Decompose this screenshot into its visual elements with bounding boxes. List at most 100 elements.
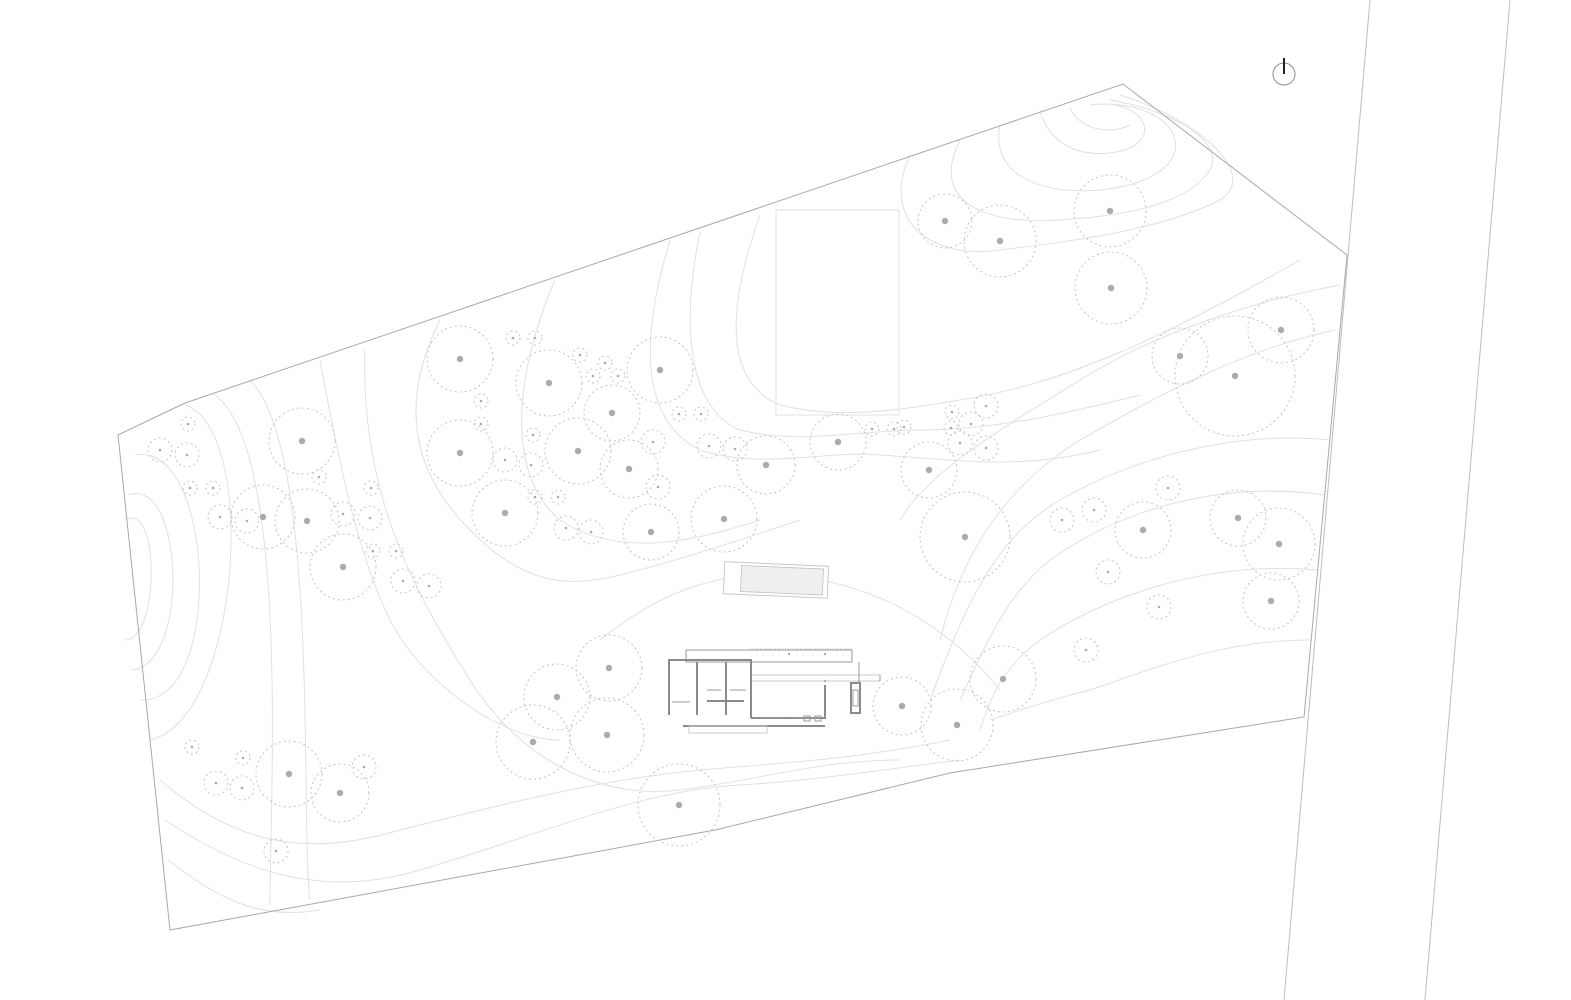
tree-trunk bbox=[369, 486, 373, 490]
tree-trunk bbox=[401, 579, 405, 583]
terrace-deck bbox=[685, 649, 853, 663]
tree-canopy bbox=[310, 763, 370, 823]
tree bbox=[585, 368, 601, 384]
tree-trunk bbox=[1084, 648, 1088, 652]
tree bbox=[365, 543, 381, 559]
contour-line bbox=[1039, 104, 1146, 155]
tree-canopy bbox=[1242, 507, 1316, 581]
tree-canopy bbox=[309, 533, 377, 601]
tree-trunk bbox=[961, 533, 969, 541]
tree-trunk bbox=[190, 745, 194, 749]
tree-canopy bbox=[809, 413, 867, 471]
tree-canopy bbox=[920, 688, 994, 762]
tree-trunk bbox=[675, 801, 683, 809]
tree-canopy bbox=[583, 384, 641, 442]
tree bbox=[1081, 497, 1107, 523]
tree bbox=[1242, 507, 1316, 581]
contour-line bbox=[689, 231, 1141, 438]
tree-trunk bbox=[707, 444, 711, 448]
tree-canopy bbox=[147, 437, 173, 463]
kitchen-unit bbox=[803, 715, 811, 722]
tree bbox=[637, 763, 721, 847]
tree-trunk bbox=[892, 427, 896, 431]
tree-trunk bbox=[336, 789, 344, 797]
tree-canopy bbox=[919, 491, 1011, 583]
tree-canopy bbox=[690, 485, 758, 553]
contour-lines bbox=[124, 94, 1341, 913]
tree bbox=[947, 430, 973, 456]
tree-trunk bbox=[1277, 326, 1285, 334]
contour-line bbox=[124, 517, 152, 641]
tree-trunk bbox=[1060, 518, 1064, 522]
tree bbox=[572, 347, 588, 363]
tree bbox=[1209, 489, 1267, 547]
contour-line bbox=[214, 394, 273, 906]
tree bbox=[626, 336, 694, 404]
tree bbox=[1073, 174, 1147, 248]
contour-line bbox=[998, 103, 1177, 192]
road bbox=[1283, 0, 1511, 1000]
tree-canopy bbox=[311, 469, 327, 485]
tree-trunk bbox=[1176, 352, 1184, 360]
tree bbox=[426, 419, 494, 487]
tree bbox=[569, 697, 645, 773]
contour-line bbox=[950, 99, 1213, 222]
tree bbox=[872, 676, 932, 736]
tree-trunk bbox=[533, 336, 537, 340]
tree-trunk bbox=[240, 786, 244, 790]
tree bbox=[671, 406, 687, 422]
tree-canopy bbox=[234, 508, 260, 534]
tree bbox=[147, 437, 173, 463]
tree-trunk bbox=[578, 353, 582, 357]
tree bbox=[896, 419, 912, 435]
tree bbox=[207, 504, 233, 530]
tree bbox=[578, 519, 604, 545]
tree-canopy bbox=[637, 763, 721, 847]
contour-line bbox=[929, 437, 1331, 701]
tree-canopy bbox=[550, 489, 566, 505]
tree bbox=[525, 427, 541, 443]
tree-trunk bbox=[625, 465, 633, 473]
tree-trunk bbox=[245, 519, 249, 523]
tree-canopy bbox=[363, 480, 379, 496]
tree-canopy bbox=[886, 421, 902, 437]
tree bbox=[1155, 475, 1181, 501]
tree-canopy bbox=[205, 480, 221, 496]
tree-trunk bbox=[456, 355, 464, 363]
tree bbox=[693, 406, 709, 422]
tree-canopy bbox=[544, 417, 612, 485]
tree bbox=[583, 384, 641, 442]
tree-canopy bbox=[527, 330, 543, 346]
tree-canopy bbox=[1073, 637, 1099, 663]
tree bbox=[886, 421, 902, 437]
tree bbox=[809, 413, 867, 471]
tree bbox=[473, 393, 489, 409]
tree bbox=[234, 508, 260, 534]
tree-trunk bbox=[949, 426, 953, 430]
tree bbox=[174, 442, 200, 468]
tree-trunk bbox=[298, 437, 306, 445]
tree-canopy bbox=[426, 325, 494, 393]
tree-canopy bbox=[473, 416, 489, 432]
tree-canopy bbox=[1151, 327, 1209, 385]
tree-trunk bbox=[984, 446, 988, 450]
tree bbox=[471, 479, 539, 547]
road-edge-left bbox=[1283, 0, 1371, 1000]
tree-trunk bbox=[317, 475, 321, 479]
tree-trunk bbox=[241, 756, 245, 760]
tree bbox=[1095, 559, 1121, 585]
tree-canopy bbox=[180, 416, 196, 432]
tree bbox=[426, 325, 494, 393]
fireplace-block bbox=[850, 682, 861, 714]
tree-canopy bbox=[569, 697, 645, 773]
tree-trunk bbox=[185, 453, 189, 457]
tree bbox=[640, 429, 666, 455]
tree-canopy bbox=[585, 368, 601, 384]
tree-trunk bbox=[953, 721, 961, 729]
tree-canopy bbox=[365, 543, 381, 559]
tree bbox=[690, 485, 758, 553]
tree-canopy bbox=[578, 519, 604, 545]
tree-trunk bbox=[651, 440, 655, 444]
tree bbox=[917, 193, 973, 249]
tree bbox=[495, 704, 571, 780]
